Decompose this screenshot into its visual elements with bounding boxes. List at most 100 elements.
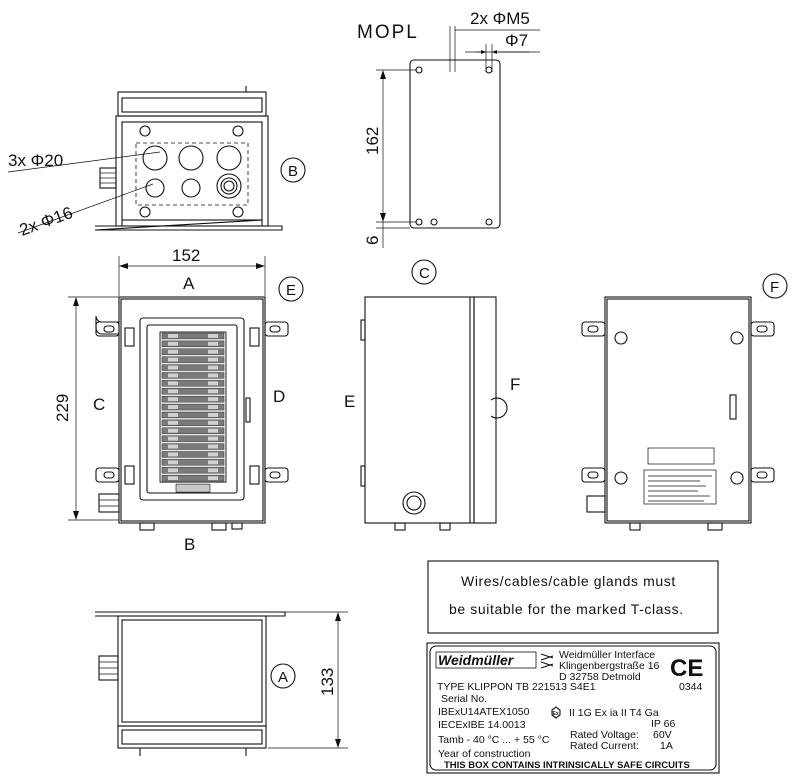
- terminal-screw: [168, 468, 178, 473]
- plate-rated-voltage: 60V: [653, 729, 672, 741]
- terminal-screw: [168, 460, 178, 465]
- mount-ear-bl: [95, 467, 120, 483]
- earth-terminal: [175, 483, 211, 493]
- ce-mark: CE: [670, 655, 703, 682]
- rear-view: F: [581, 273, 788, 531]
- terminal-block: [161, 348, 225, 355]
- offset-6-label: 6: [363, 236, 382, 245]
- view-label-e-circle: E: [286, 282, 296, 299]
- terminal-screw: [168, 381, 178, 386]
- phi7-label: Φ7: [505, 31, 528, 50]
- holes-16-label: 2x Φ16: [17, 203, 75, 240]
- side-gland-bottom-view: [98, 655, 119, 681]
- plate-rated-current: 1A: [660, 740, 673, 752]
- front-view: 152 A 229 C D B E: [53, 246, 304, 554]
- plate-type: TYPE KLIPPON TB 221513 S4E1: [437, 681, 596, 693]
- plate-tamb: Tamb - 40 °C ... + 55 °C: [438, 734, 550, 746]
- terminal-screw: [208, 341, 218, 346]
- notified-body-number: 0344: [679, 681, 703, 693]
- terminal-screw: [208, 357, 218, 362]
- terminal-screw: [208, 389, 218, 394]
- height-229-label: 229: [53, 394, 72, 422]
- terminal-screw: [208, 349, 218, 354]
- terminal-block-strip: [159, 331, 227, 493]
- plate-ex-marking: II 1G Ex ia II T4 Ga: [569, 707, 659, 719]
- terminal-screw: [208, 468, 218, 473]
- terminal-screw: [168, 365, 178, 370]
- terminal-screw: [168, 420, 178, 425]
- warning-note: Wires/cables/cable glands must be suitab…: [427, 560, 719, 634]
- terminal-screw: [168, 444, 178, 449]
- note-line-1: Wires/cables/cable glands must: [461, 573, 676, 589]
- mounting-hole-bl: [139, 206, 151, 218]
- mounting-hole-tl: [139, 125, 151, 137]
- terminal-screw: [208, 428, 218, 433]
- view-label-a-circle: A: [278, 669, 288, 686]
- plate-ip-rating: IP 66: [651, 718, 675, 730]
- terminal-screw: [208, 444, 218, 449]
- terminal-screw: [168, 405, 178, 409]
- width-152-label: 152: [172, 246, 200, 265]
- terminal-screw: [168, 349, 178, 354]
- bottom-view: 133 A: [95, 611, 348, 756]
- mounting-hole-br: [232, 206, 244, 218]
- mount-ear-tr: [264, 321, 289, 337]
- svg-text:Ex: Ex: [553, 711, 559, 717]
- plate-serial: Serial No.: [441, 693, 487, 705]
- terminal-block: [161, 419, 225, 426]
- terminal-block: [161, 403, 225, 411]
- view-label-b-circle: B: [288, 163, 298, 180]
- terminal-block: [161, 340, 225, 347]
- plate-year: Year of construction: [438, 748, 531, 760]
- terminal-block: [161, 364, 225, 371]
- weidmuller-logo: Weidmüller: [435, 651, 554, 669]
- terminal-screw: [168, 357, 178, 362]
- terminal-screw: [168, 341, 178, 346]
- terminal-screw: [168, 476, 178, 481]
- terminal-screw: [208, 420, 218, 425]
- plate-footer: THIS BOX CONTAINS INTRINSICALLY SAFE CIR…: [444, 760, 690, 771]
- terminal-screw: [168, 334, 178, 338]
- terminal-screw: [168, 436, 178, 441]
- mounting-plate-view: 2x ΦM5 MOPL Φ7 162 6: [357, 9, 540, 248]
- terminal-screw: [208, 397, 218, 402]
- plate-rated-current-label: Rated Current:: [570, 740, 639, 752]
- terminal-screw: [208, 476, 218, 481]
- terminal-screw: [208, 452, 218, 457]
- terminal-screw: [208, 413, 218, 417]
- terminal-screw: [208, 405, 218, 409]
- terminal-block: [161, 427, 225, 434]
- view-label-c-circle: C: [419, 265, 430, 282]
- terminal-block: [161, 443, 225, 450]
- terminal-block: [161, 467, 225, 474]
- terminal-screw: [168, 373, 178, 378]
- terminal-block: [161, 332, 225, 340]
- terminal-screw: [168, 397, 178, 402]
- terminal-block: [161, 475, 225, 482]
- view-label-f-side: F: [510, 375, 520, 394]
- svg-text:Weidmüller: Weidmüller: [438, 652, 515, 668]
- plate-address-1: Weidmüller Interface: [559, 649, 655, 661]
- terminal-block: [161, 451, 225, 458]
- note-line-2: be suitable for the marked T-class.: [449, 601, 684, 617]
- terminal-screw: [168, 413, 178, 417]
- height-133-label: 133: [318, 668, 337, 696]
- mopl-label: MOPL: [357, 22, 419, 43]
- plate-address-3: D 32758 Detmold: [559, 671, 641, 683]
- terminal-screw: [208, 365, 218, 370]
- ex-hexagon-icon: Ex: [551, 706, 561, 719]
- terminal-screw: [168, 428, 178, 433]
- terminal-block: [161, 411, 225, 419]
- view-label-d-front: D: [273, 387, 285, 406]
- terminal-block: [161, 396, 225, 403]
- view-label-f-circle: F: [770, 279, 779, 296]
- view-label-b-front: B: [184, 535, 195, 554]
- side-gland-front: [98, 493, 120, 513]
- terminal-screw: [168, 452, 178, 457]
- terminal-screw: [168, 389, 178, 394]
- terminal-block: [161, 356, 225, 363]
- plate-iecex: IECExIBE 14.0013: [438, 719, 526, 731]
- mount-ear-br: [264, 467, 289, 483]
- terminal-block: [161, 388, 225, 395]
